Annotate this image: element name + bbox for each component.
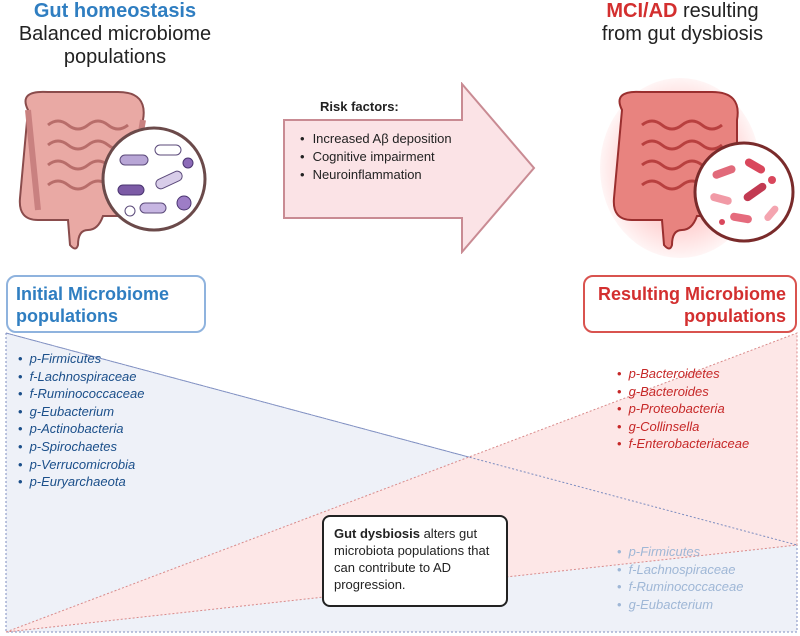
risk-factors-list: Increased Aβ deposition Cognitive impair… — [300, 130, 452, 184]
population-item: p-Bacteroidetes — [617, 365, 749, 383]
population-item: p-Spirochaetes — [18, 438, 144, 456]
risk-factor-item: Neuroinflammation — [300, 166, 452, 184]
risk-factor-item: Cognitive impairment — [300, 148, 452, 166]
resulting-populations-list: p-Bacteroidetes g-Bacteroides p-Proteoba… — [617, 365, 750, 453]
population-item: g-Eubacterium — [18, 403, 144, 421]
population-item: p-Proteobacteria — [617, 400, 749, 418]
population-item: p-Firmicutes — [18, 350, 144, 368]
header-right-line1-rest: resulting — [677, 0, 759, 22]
population-item: f-Lachnospiraceae — [617, 561, 743, 579]
population-item: g-Bacteroides — [617, 383, 749, 401]
dysbiosis-note: Gut dysbiosis alters gut microbiota popu… — [322, 515, 508, 607]
resulting-populations-box — [583, 275, 797, 333]
decreased-populations-list: p-Firmicutes f-Lachnospiraceae f-Ruminoc… — [617, 543, 744, 614]
microbiome-dysbiosis-icon — [693, 141, 795, 243]
population-item: g-Collinsella — [617, 418, 749, 436]
population-item: p-Verrucomicrobia — [18, 456, 144, 474]
resulting-populations-title: Resulting Microbiome populations — [590, 283, 786, 327]
resulting-box-line2: populations — [684, 306, 786, 326]
microbiome-balanced-icon — [101, 126, 207, 232]
population-item: g-Eubacterium — [617, 596, 743, 614]
header-left-line2: Balanced microbiome — [18, 23, 212, 45]
header-left: Gut homeostasis Balanced microbiome popu… — [0, 0, 230, 69]
population-item: f-Lachnospiraceae — [18, 368, 144, 386]
note-text: alters gut microbiota populations that c… — [334, 526, 490, 592]
resulting-box-line1: Resulting Microbiome — [597, 284, 786, 304]
population-item: f-Enterobacteriaceae — [617, 435, 750, 453]
header-left-line3: populations — [63, 46, 167, 68]
population-item: f-Ruminococcaceae — [617, 578, 744, 596]
population-item: p-Firmicutes — [617, 543, 743, 561]
resulting-triangle — [5, 332, 798, 633]
note-bold: Gut dysbiosis — [334, 526, 420, 541]
initial-box-line1: Initial Microbiome — [16, 284, 170, 304]
initial-populations-title: Initial Microbiome populations — [16, 283, 169, 327]
initial-populations-box — [6, 275, 206, 333]
risk-factors-title: Risk factors: — [320, 99, 399, 114]
initial-box-line2: populations — [16, 306, 118, 326]
header-right-title: MCI/AD — [606, 0, 678, 22]
initial-populations-list: p-Firmicutes f-Lachnospiraceae f-Ruminoc… — [18, 350, 145, 491]
header-left-title: Gut homeostasis — [33, 0, 197, 22]
risk-factor-item: Increased Aβ deposition — [300, 130, 452, 148]
population-item: p-Euryarchaeota — [18, 473, 144, 491]
header-right-line2: from gut dysbiosis — [601, 23, 764, 45]
population-item: f-Ruminococcaceae — [18, 385, 145, 403]
population-item: p-Actinobacteria — [18, 420, 144, 438]
header-right: MCI/AD resulting from gut dysbiosis — [565, 0, 800, 46]
